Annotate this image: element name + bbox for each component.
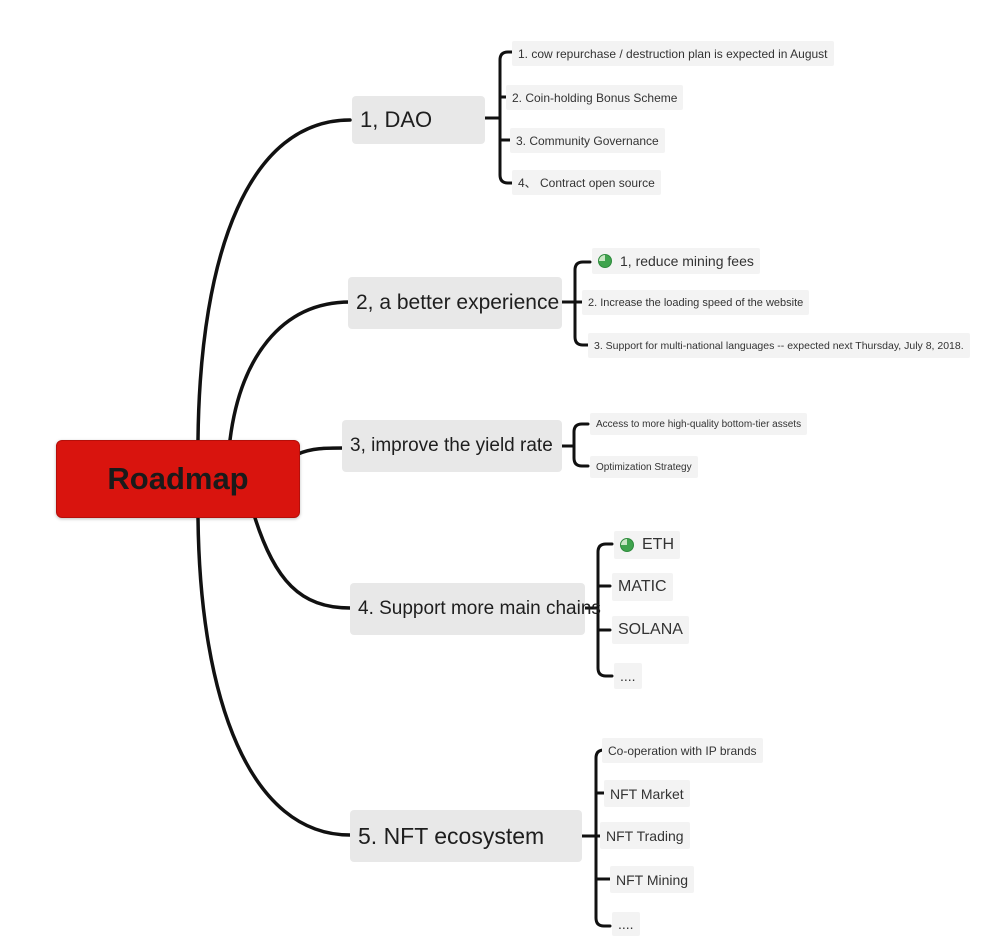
- bracket-branch-1: [483, 50, 517, 185]
- leaf-multi-language: 3. Support for multi-national languages …: [588, 333, 970, 358]
- leaf-bonus-scheme: 2. Coin-holding Bonus Scheme: [506, 85, 684, 110]
- bracket-branch-3: [560, 422, 590, 468]
- branch-yield-rate: 3, improve the yield rate: [342, 420, 562, 472]
- bracket-branch-4: [583, 542, 614, 678]
- leaf-more-chains: ....: [614, 663, 642, 689]
- branch-nft-ecosystem: 5. NFT ecosystem: [350, 810, 582, 862]
- connector-root-branch-5: [196, 516, 352, 837]
- branch-label: 3, improve the yield rate: [350, 435, 553, 456]
- branch-label: 5. NFT ecosystem: [358, 822, 545, 849]
- branch-label: 1, DAO: [360, 107, 433, 132]
- leaf-optimization-strategy: Optimization Strategy: [590, 456, 698, 478]
- progress-pie-icon: [598, 254, 612, 268]
- leaf-high-quality-assets: Access to more high-quality bottom-tier …: [590, 413, 808, 435]
- root-label: Roadmap: [107, 461, 249, 496]
- leaf-loading-speed: 2. Increase the loading speed of the web…: [582, 290, 810, 315]
- bracket-branch-2: [560, 260, 592, 347]
- leaf-eth: ETH: [614, 531, 680, 559]
- connector-root-branch-1: [196, 118, 352, 442]
- branch-label: 4. Support more main chains: [358, 598, 601, 619]
- connector-root-branch-2: [228, 300, 352, 442]
- bracket-branch-5: [580, 748, 612, 928]
- leaf-ip-brands: Co-operation with IP brands: [602, 738, 763, 763]
- leaf-more-nft: ....: [612, 912, 640, 936]
- branch-dao: 1, DAO: [352, 96, 485, 144]
- progress-pie-icon: [620, 538, 634, 552]
- leaf-cow-repurchase: 1. cow repurchase / destruction plan is …: [512, 41, 834, 66]
- root-node-roadmap: Roadmap: [56, 440, 300, 518]
- branch-main-chains: 4. Support more main chains: [350, 583, 601, 635]
- leaf-solana: SOLANA: [612, 616, 689, 644]
- branch-label: 2, a better experience: [356, 291, 560, 314]
- leaf-community-governance: 3. Community Governance: [510, 128, 665, 153]
- leaf-matic: MATIC: [612, 573, 673, 601]
- branch-better-experience: 2, a better experience: [348, 277, 562, 329]
- leaf-nft-market: NFT Market: [604, 780, 690, 807]
- connector-root-branch-4: [253, 516, 352, 610]
- leaf-nft-mining: NFT Mining: [610, 866, 695, 893]
- leaf-nft-trading: NFT Trading: [600, 822, 690, 849]
- leaf-reduce-mining-fees: 1, reduce mining fees: [592, 248, 760, 274]
- leaf-contract-open-source: 4、 Contract open source: [512, 170, 661, 195]
- connector-root-branch-3: [296, 446, 347, 456]
